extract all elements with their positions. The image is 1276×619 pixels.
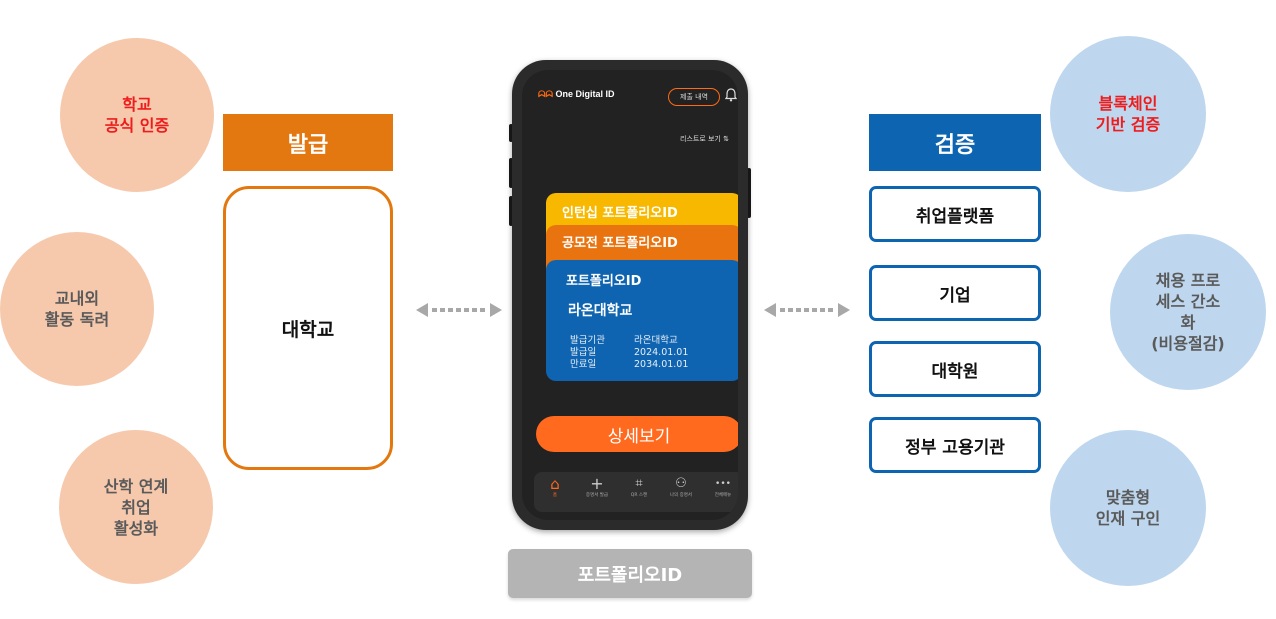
view-details-label: 상세보기 (607, 426, 671, 447)
card-university: 라온대학교 (568, 303, 633, 319)
tab-label: 증명서 발급 (585, 493, 609, 498)
logo-text: One Digital ID (555, 89, 615, 99)
detail-row-issue-date: 발급일 2024.01.01 (570, 347, 688, 358)
detail-value: 2024.01.01 (634, 347, 689, 358)
right-double-arrow-icon (764, 303, 850, 317)
tab-all-menu[interactable]: ••• 전체메뉴 (702, 476, 738, 498)
issue-header-label: 발급 (287, 132, 329, 158)
view-details-button[interactable]: 상세보기 (536, 416, 738, 452)
detail-key: 발급기관 (570, 335, 605, 346)
benefit-text: 산학 연계 취업 활성화 (103, 476, 169, 538)
detail-key: 만료일 (570, 359, 597, 370)
verifier-graduate-school: 대학원 (869, 341, 1041, 397)
detail-row-expiry-date: 만료일 2034.01.01 (570, 359, 688, 370)
benefit-text: 교내외 활동 독려 (44, 289, 110, 329)
phone-screen: ᗣᗣ One Digital ID 제출 내역 리스트로 보기 ⇅ 인턴십 포트… (522, 70, 738, 520)
issuer-label: 대학교 (281, 318, 335, 341)
bell-icon[interactable] (725, 88, 737, 102)
detail-row-issuer: 발급기관 라온대학교 (570, 335, 678, 346)
phone-side-button (509, 124, 513, 142)
plus-icon: + (590, 474, 604, 493)
phone-side-button (747, 168, 751, 218)
benefit-circle-activities: 교내외 활동 독려 (0, 232, 154, 386)
verify-header: 검증 (869, 114, 1041, 171)
tab-label: QR 스캔 (630, 493, 648, 498)
phone-caption-label: 포트폴리오ID (577, 564, 683, 586)
verifier-label: 정부 고용기관 (905, 437, 1005, 458)
tab-label: 나의 증명서 (669, 493, 693, 498)
detail-value: 라온대학교 (634, 335, 678, 346)
detail-value: 2034.01.01 (634, 359, 689, 370)
issue-header: 발급 (223, 114, 393, 171)
benefit-text: 맞춤형 인재 구인 (1095, 488, 1161, 528)
benefit-text: 채용 프로 세스 간소 화 (비용절감) (1151, 271, 1225, 353)
verifier-job-platform: 취업플랫폼 (869, 186, 1041, 242)
submit-history-button[interactable]: 제출 내역 (668, 88, 720, 106)
card-title: 포트폴리오ID (566, 274, 642, 289)
submit-history-label: 제출 내역 (680, 93, 708, 101)
benefit-text: 블록체인 기반 검증 (1095, 94, 1161, 134)
phone-side-button (509, 158, 513, 188)
list-view-toggle[interactable]: 리스트로 보기 ⇅ (680, 135, 729, 143)
benefit-text: 학교 공식 인증 (104, 95, 170, 135)
tab-my-certificates[interactable]: ⚇ 나의 증명서 (660, 476, 702, 498)
app-logo: ᗣᗣ One Digital ID (538, 89, 614, 100)
tab-label: 홈 (552, 493, 558, 498)
user-icon: ⚇ (675, 476, 687, 491)
bottom-tab-bar: ⌂홈 +증명서 발급 ⌗ QR 스캔 ⚇ 나의 증명서 ••• 전체메뉴 (534, 472, 738, 512)
verifier-label: 대학원 (931, 361, 979, 382)
benefit-circle-blockchain: 블록체인 기반 검증 (1050, 36, 1206, 192)
verifier-label: 기업 (939, 285, 971, 306)
tab-issue-certificate[interactable]: +증명서 발급 (576, 474, 618, 499)
card-title: 인턴십 포트폴리오ID (562, 206, 678, 221)
logo-mark: ᗣᗣ (538, 89, 553, 99)
verifier-label: 취업플랫폼 (915, 206, 995, 227)
tab-qr-scan[interactable]: ⌗ QR 스캔 (618, 476, 660, 498)
more-icon: ••• (715, 479, 731, 489)
tab-label: 전체메뉴 (714, 493, 732, 498)
card-portfolio[interactable]: 포트폴리오ID 라온대학교 발급기관 라온대학교 발급일 2024.01.01 만료… (546, 260, 738, 381)
benefit-circle-school-certified: 학교 공식 인증 (60, 38, 214, 192)
qr-scan-icon: ⌗ (635, 476, 643, 491)
issuer-box: 대학교 (223, 186, 393, 470)
phone-mockup: ᗣᗣ One Digital ID 제출 내역 리스트로 보기 ⇅ 인턴십 포트… (512, 60, 748, 530)
benefit-circle-talent: 맞춤형 인재 구인 (1050, 430, 1206, 586)
detail-key: 발급일 (570, 347, 597, 358)
tab-home[interactable]: ⌂홈 (534, 476, 576, 498)
verifier-government-agency: 정부 고용기관 (869, 417, 1041, 473)
verifier-company: 기업 (869, 265, 1041, 321)
benefit-circle-hiring-process: 채용 프로 세스 간소 화 (비용절감) (1110, 234, 1266, 390)
left-double-arrow-icon (416, 303, 502, 317)
card-title: 공모전 포트폴리오ID (562, 236, 678, 251)
home-icon: ⌂ (550, 475, 560, 493)
phone-caption: 포트폴리오ID (508, 549, 752, 598)
phone-side-button (509, 196, 513, 226)
verify-header-label: 검증 (934, 132, 976, 158)
benefit-circle-industry-link: 산학 연계 취업 활성화 (59, 430, 213, 584)
